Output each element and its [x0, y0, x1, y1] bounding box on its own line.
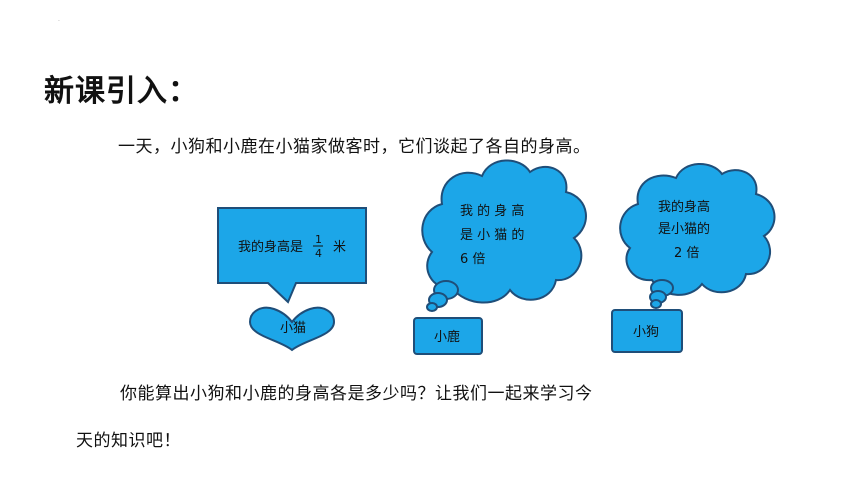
dog-name-label: 小狗 [633, 325, 659, 340]
dog-thought-line-3: 2 倍 [674, 246, 699, 261]
question-line-1: 你能算出小狗和小鹿的身高各是多少吗？让我们一起来学习今 [120, 384, 593, 404]
cat-unit-text: 米 [333, 240, 346, 255]
dog-thought-line-1: 我的身高 [658, 199, 710, 215]
deer-thought-line-3: 6 倍 [460, 252, 485, 267]
cat-heart-shape [248, 306, 336, 352]
question-line-2: 天的知识吧！ [76, 431, 181, 451]
decorative-dot: · [58, 18, 60, 25]
deer-name-box [413, 317, 483, 355]
section-heading: 新课引入： [44, 74, 199, 109]
cat-speech-bubble [217, 207, 367, 304]
cat-fraction-denominator: 4 [315, 247, 322, 260]
cat-name-label: 小猫 [280, 321, 306, 336]
deer-thought-cloud [421, 159, 587, 304]
deer-thought-dot-small [426, 302, 438, 312]
dog-name-box [611, 309, 683, 353]
dog-thought-cloud [619, 162, 776, 296]
intro-text: 一天，小狗和小鹿在小猫家做客时，它们谈起了各自的身高。 [118, 137, 591, 157]
cat-fraction-numerator: 1 [315, 233, 322, 246]
deer-thought-line-2: 是 小 猫 的 [460, 227, 524, 243]
dog-thought-dot-small [650, 299, 662, 309]
cat-speech-text: 我的身高是 [238, 239, 303, 255]
deer-name-label: 小鹿 [434, 329, 460, 345]
deer-thought-line-1: 我 的 身 高 [460, 203, 524, 219]
dog-thought-line-2: 是小猫的 [658, 221, 710, 237]
